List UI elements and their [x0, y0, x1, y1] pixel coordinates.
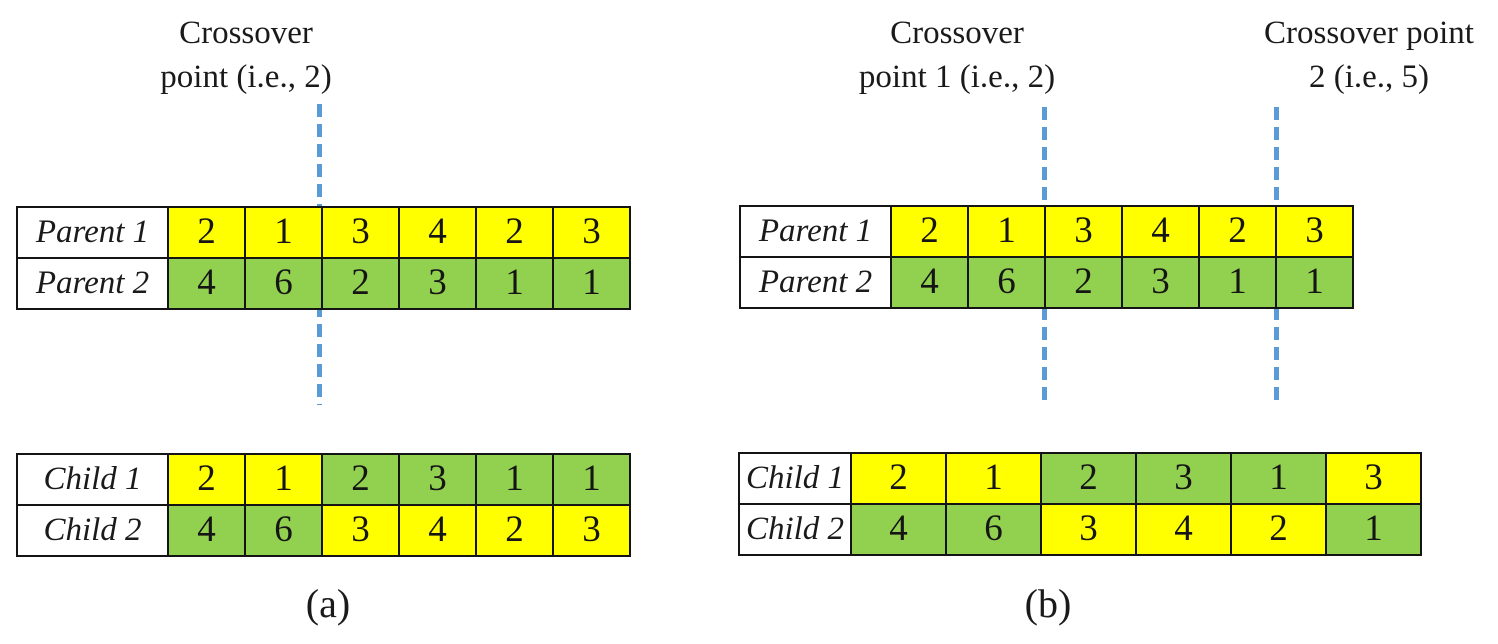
gene-cell: 3: [554, 506, 629, 555]
gene-cell: 3: [323, 506, 398, 555]
gene-cell: 2: [1200, 207, 1275, 256]
gene-cell: 1: [554, 455, 629, 504]
row-label-child-1: Child 1: [740, 454, 850, 503]
gene-cell: 1: [1327, 505, 1420, 554]
gene-cell: 3: [400, 455, 475, 504]
gene-cell: 2: [169, 455, 244, 504]
gene-cell: 2: [477, 208, 552, 257]
gene-cell: 2: [323, 259, 398, 308]
gene-cell: 1: [477, 259, 552, 308]
gene-cell: 4: [1137, 505, 1230, 554]
gene-cell: 2: [852, 454, 945, 503]
gene-cell: 1: [246, 208, 321, 257]
gene-cell: 1: [1232, 454, 1325, 503]
panel-b-child-table: Child 1 2 1 2 3 1 3 Child 2 4 6 3 4 2 1: [738, 452, 1422, 556]
gene-cell: 3: [1042, 505, 1135, 554]
gene-cell: 2: [1046, 258, 1121, 307]
gene-cell: 1: [947, 454, 1040, 503]
gene-cell: 2: [892, 207, 967, 256]
gene-cell: 2: [169, 208, 244, 257]
row-label-parent-1: Parent 1: [741, 207, 890, 256]
panel-a-parent-table: Parent 1 2 1 3 4 2 3 Parent 2 4 6 2 3 1 …: [16, 206, 631, 310]
gene-cell: 1: [246, 455, 321, 504]
gene-cell: 3: [1137, 454, 1230, 503]
gene-cell: 1: [969, 207, 1044, 256]
crossover-point-label-a: Crossover point (i.e., 2): [160, 15, 332, 95]
panel-a-caption: (a): [305, 581, 351, 626]
gene-cell: 4: [852, 505, 945, 554]
gene-cell: 6: [246, 259, 321, 308]
gene-cell: 6: [969, 258, 1044, 307]
gene-cell: 3: [1327, 454, 1420, 503]
gene-cell: 6: [246, 506, 321, 555]
gene-cell: 4: [400, 506, 475, 555]
gene-cell: 2: [1042, 454, 1135, 503]
row-label-child-2: Child 2: [18, 506, 167, 555]
gene-cell: 2: [477, 506, 552, 555]
row-label-child-1: Child 1: [18, 455, 167, 504]
crossover-point-1-label-b: Crossover point 1 (i.e., 2): [858, 15, 1056, 95]
gene-cell: 3: [323, 208, 398, 257]
row-label-parent-1: Parent 1: [18, 208, 167, 257]
row-label-parent-2: Parent 2: [18, 259, 167, 308]
gene-cell: 2: [323, 455, 398, 504]
gene-cell: 1: [1277, 258, 1352, 307]
gene-cell: 1: [477, 455, 552, 504]
gene-cell: 4: [169, 506, 244, 555]
gene-cell: 4: [1123, 207, 1198, 256]
gene-cell: 3: [1123, 258, 1198, 307]
row-label-parent-2: Parent 2: [741, 258, 890, 307]
gene-cell: 3: [1277, 207, 1352, 256]
gene-cell: 3: [400, 259, 475, 308]
gene-cell: 1: [554, 259, 629, 308]
gene-cell: 4: [892, 258, 967, 307]
gene-cell: 4: [169, 259, 244, 308]
panel-b-parent-table: Parent 1 2 1 3 4 2 3 Parent 2 4 6 2 3 1 …: [739, 205, 1354, 309]
gene-cell: 6: [947, 505, 1040, 554]
row-label-child-2: Child 2: [740, 505, 850, 554]
gene-cell: 3: [554, 208, 629, 257]
gene-cell: 4: [400, 208, 475, 257]
panel-a-child-table: Child 1 2 1 2 3 1 1 Child 2 4 6 3 4 2 3: [16, 453, 631, 557]
panel-b-caption: (b): [1024, 581, 1072, 626]
crossover-point-2-label-b: Crossover point 2 (i.e., 5): [1264, 15, 1474, 95]
gene-cell: 2: [1232, 505, 1325, 554]
gene-cell: 3: [1046, 207, 1121, 256]
gene-cell: 1: [1200, 258, 1275, 307]
